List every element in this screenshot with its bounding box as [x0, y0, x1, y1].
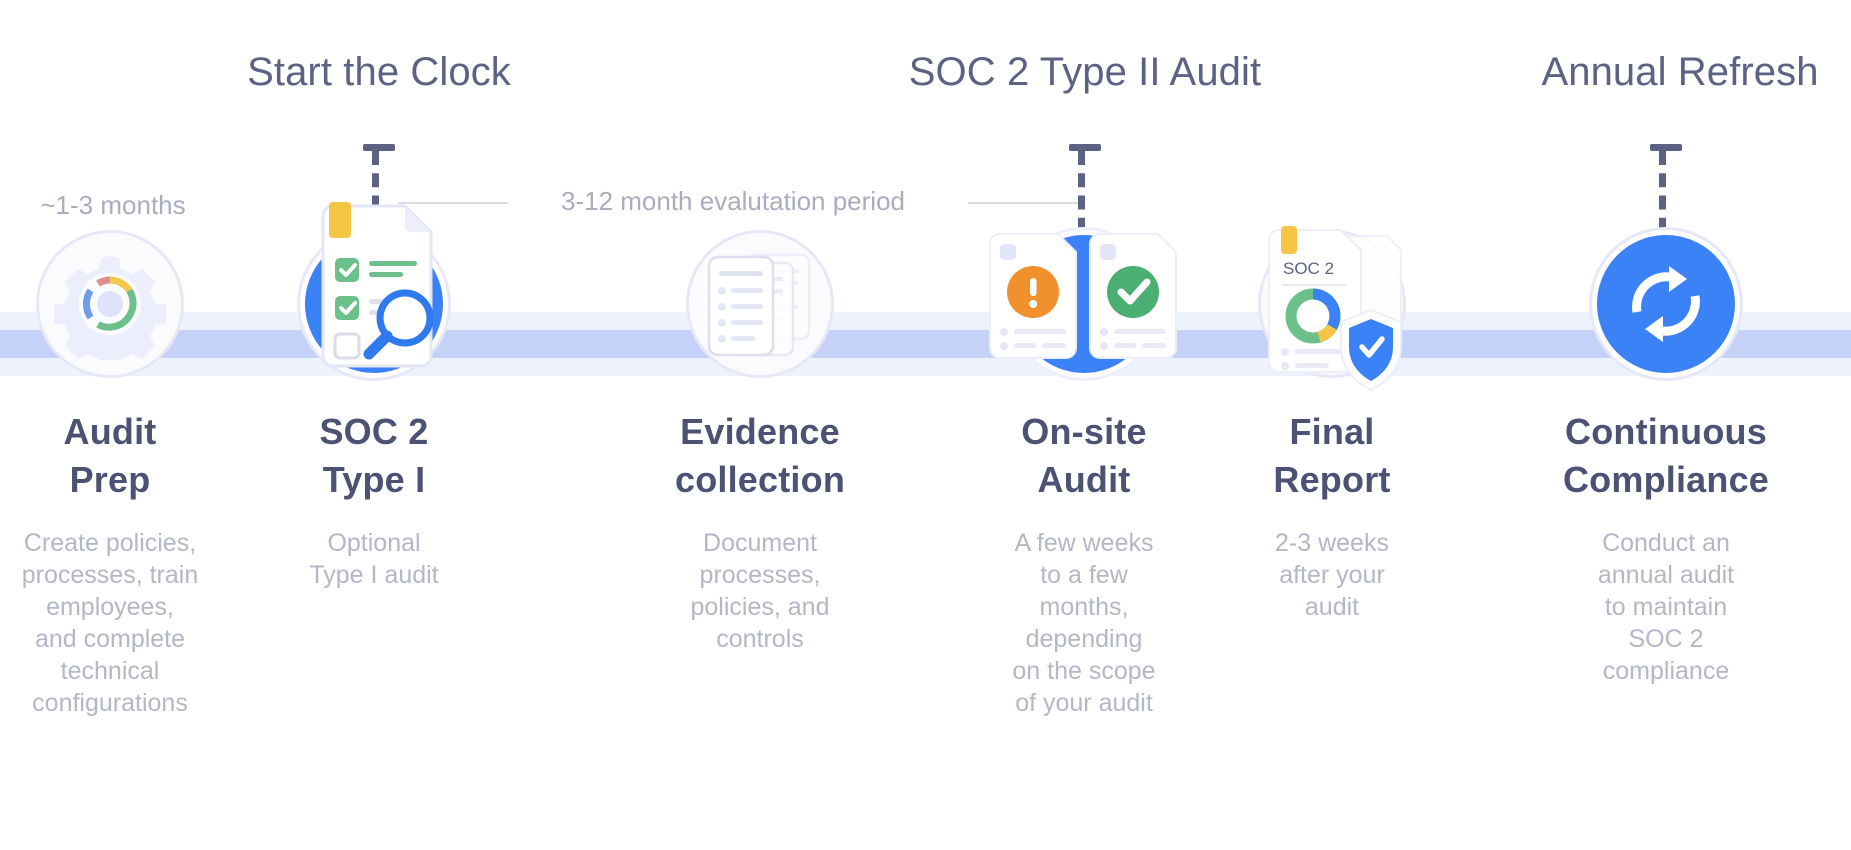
phase-title-start-the-clock: Start the Clock [247, 50, 511, 94]
dropper-cap [1069, 144, 1101, 151]
medallion-blue [1592, 230, 1740, 378]
refresh-cycle-icon [1632, 266, 1700, 342]
desc-line: controls [716, 625, 804, 654]
desc-line: months, [1039, 593, 1129, 622]
step-description-continuous-compliance: Conduct an annual audit to maintain SOC … [1541, 527, 1791, 687]
desc-line: A few weeks [1014, 529, 1154, 558]
desc-line: Document [703, 529, 817, 558]
step-evidence-collection[interactable]: Evidence collection Document processes, … [645, 228, 875, 655]
step-description-soc-2-type-i: Optional Type I audit [269, 527, 479, 591]
desc-line: Create policies, [23, 529, 197, 558]
desc-line: compliance [1602, 657, 1730, 686]
checklist-magnifier-icon [321, 201, 434, 368]
desc-line: Optional [327, 529, 421, 558]
desc-line: annual audit [1597, 561, 1735, 590]
step-description-final-report: 2-3 weeks after your audit [1232, 527, 1432, 623]
step-final-report[interactable]: SOC 2 [1232, 226, 1432, 623]
phase-title-soc-2-type-ii-audit: SOC 2 Type II Audit [908, 50, 1262, 94]
title-line: Prep [69, 458, 151, 500]
step-continuous-compliance[interactable]: Continuous Compliance Conduct an annual … [1541, 228, 1791, 687]
desc-line: of your audit [1015, 689, 1153, 718]
desc-line: on the scope [1012, 657, 1156, 686]
title-line: Type I [322, 458, 426, 500]
desc-line: employees, [46, 593, 174, 622]
step-title-final-report: Final Report [1232, 408, 1432, 503]
desc-line: processes, train [21, 561, 199, 590]
desc-line: Type I audit [309, 561, 439, 590]
step-icon-audit-prep [34, 228, 186, 380]
step-icon-continuous-compliance [1590, 228, 1742, 380]
step-icon-evidence-collection [684, 228, 836, 380]
title-line: Audit [63, 411, 157, 452]
title-line: Final [1289, 411, 1375, 452]
title-line: Compliance [1562, 458, 1770, 500]
duration-audit-prep: ~1-3 months [40, 190, 186, 220]
step-title-soc-2-type-i: SOC 2 Type I [269, 408, 479, 503]
desc-line: Conduct an [1602, 529, 1730, 558]
title-line: On-site [1021, 411, 1147, 452]
dropper-cap [1650, 144, 1682, 151]
title-line: SOC 2 [319, 411, 429, 452]
dropper-cap [363, 144, 395, 151]
title-line: Audit [1037, 458, 1131, 500]
dropper-stem [1078, 151, 1092, 254]
title-line: collection [674, 458, 846, 500]
phase-title-annual-refresh: Annual Refresh [1541, 50, 1819, 94]
report-card-label: SOC 2 [1283, 259, 1334, 278]
desc-line: and complete [34, 625, 186, 654]
desc-line: 2-3 weeks [1275, 529, 1389, 558]
step-description-audit-prep: Create policies, processes, train employ… [0, 527, 225, 719]
duration-evaluation-period: 3-12 month evalutation period [560, 186, 906, 216]
desc-line: to a few [1040, 561, 1128, 590]
evaluation-line-left [398, 202, 508, 204]
step-icon-soc-2-type-i [298, 201, 450, 380]
soc2-report-shield-icon: SOC 2 [1268, 226, 1402, 392]
gear-donut-icon [54, 256, 166, 360]
step-title-continuous-compliance: Continuous Compliance [1541, 408, 1791, 503]
desc-line: after your [1279, 561, 1385, 590]
step-title-audit-prep: Audit Prep [0, 408, 225, 503]
desc-line: SOC 2 [1628, 625, 1704, 654]
step-soc-2-type-i[interactable]: SOC 2 Type I Optional Type I audit [269, 201, 479, 591]
stacked-documents-icon [707, 253, 811, 357]
step-on-site-audit[interactable]: On-site Audit A few weeks to a few month… [979, 228, 1189, 719]
title-line: Report [1273, 458, 1391, 500]
evaluation-line-right [968, 202, 1078, 204]
audit-findings-cards-icon [989, 232, 1177, 359]
step-icon-final-report: SOC 2 [1256, 226, 1408, 392]
desc-line: configurations [32, 689, 188, 718]
title-line: Continuous [1565, 411, 1767, 452]
step-icon-on-site-audit [989, 228, 1177, 380]
step-description-evidence-collection: Document processes, policies, and contro… [645, 527, 875, 655]
desc-line: audit [1304, 593, 1360, 622]
step-audit-prep[interactable]: Audit Prep Create policies, processes, t… [0, 228, 225, 719]
step-title-evidence-collection: Evidence collection [645, 408, 875, 503]
desc-line: policies, and [690, 593, 830, 622]
desc-line: to maintain [1604, 593, 1728, 622]
dropper-stem [1659, 151, 1673, 254]
title-line: Evidence [680, 411, 840, 452]
dropper-stem [372, 151, 386, 254]
step-description-on-site-audit: A few weeks to a few months, depending o… [979, 527, 1189, 719]
step-title-on-site-audit: On-site Audit [979, 408, 1189, 503]
desc-line: processes, [699, 561, 821, 590]
desc-line: depending [1025, 625, 1143, 654]
desc-line: technical [60, 657, 160, 686]
